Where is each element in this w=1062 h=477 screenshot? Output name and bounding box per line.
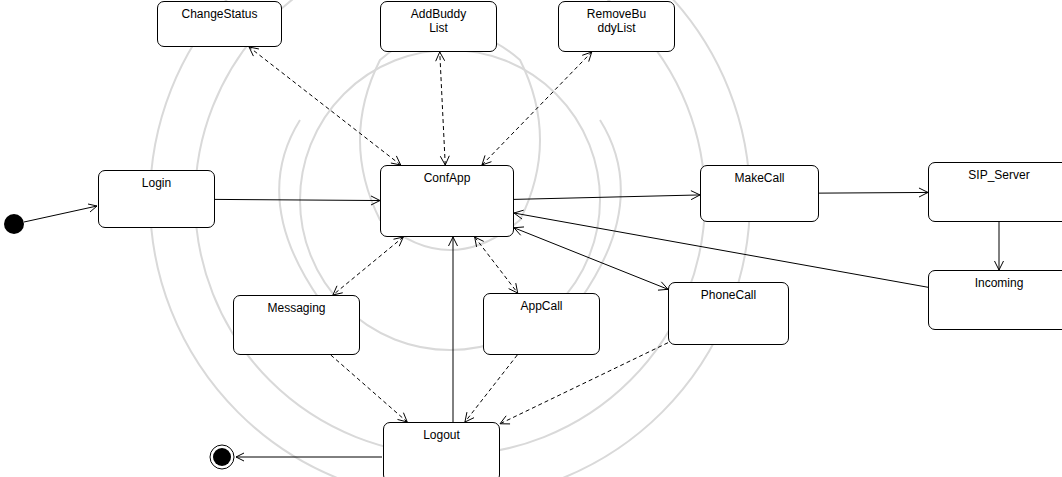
final-state-ring <box>210 445 234 469</box>
state-name: Login <box>105 176 208 190</box>
transition <box>465 355 517 422</box>
state-name: RemoveBu ddyList <box>587 7 647 35</box>
arrow-head <box>398 413 408 422</box>
transition <box>514 227 668 290</box>
state-markers <box>4 214 234 469</box>
arrow-head <box>482 155 491 165</box>
initial-state <box>4 214 24 234</box>
arrow-head <box>995 261 1004 270</box>
arrow-head <box>333 286 343 295</box>
state-box: AddBuddy List <box>380 1 497 52</box>
transition-line <box>999 222 1000 270</box>
final-state <box>213 448 231 466</box>
arrow-head <box>475 237 484 247</box>
transition-line <box>819 192 928 194</box>
state-name: Incoming <box>935 276 1062 290</box>
arrow-head <box>391 156 401 165</box>
arrow-head <box>465 412 474 422</box>
state-box: AppCall <box>483 293 600 355</box>
arrow-head <box>919 188 928 197</box>
state-box: Messaging <box>233 295 360 355</box>
transition <box>482 52 592 165</box>
state-name: Logout <box>390 428 493 442</box>
state-name: MakeCall <box>707 171 812 185</box>
transition-line <box>482 52 592 165</box>
arrow-head <box>658 282 668 290</box>
state-name: AddBuddy List <box>404 7 474 35</box>
state-box: Logout <box>383 422 500 477</box>
state-name: AppCall <box>490 299 593 313</box>
state-box: Incoming <box>928 270 1062 330</box>
pseudo-transitions <box>24 204 382 461</box>
transition <box>819 188 928 197</box>
arrow-head <box>249 47 259 56</box>
state-box: MakeCall <box>700 165 819 222</box>
state-box: RemoveBu ddyList <box>558 1 675 52</box>
arrow-head <box>500 416 510 424</box>
state-name: ConfApp <box>387 171 507 185</box>
arrow-head <box>449 237 458 246</box>
transition-line <box>514 213 928 287</box>
transition-line <box>249 47 401 165</box>
transition-line <box>465 355 517 422</box>
state-box: ConfApp <box>380 165 514 237</box>
state-box: Login <box>98 170 215 228</box>
transition <box>449 237 458 422</box>
arrow-head <box>514 227 524 235</box>
transition <box>333 237 403 295</box>
arrow-head <box>514 210 524 219</box>
arrow-head <box>371 196 380 205</box>
arrow-head <box>509 283 518 293</box>
arrow-head <box>440 156 449 165</box>
transition <box>331 355 407 422</box>
transition-line <box>475 237 518 293</box>
arrow-head <box>436 52 445 61</box>
state-box: PhoneCall <box>668 282 789 345</box>
transition-line <box>331 355 407 422</box>
state-box: ChangeStatus <box>157 1 282 47</box>
transition-line <box>453 237 454 422</box>
transition <box>475 237 518 293</box>
transition-line <box>215 199 380 200</box>
state-name: PhoneCall <box>675 288 782 302</box>
arrow-head <box>393 237 403 246</box>
transition <box>995 222 1004 270</box>
transition <box>436 52 450 165</box>
state-name: Messaging <box>240 301 353 315</box>
transition-line <box>514 228 668 290</box>
transition-line <box>514 195 700 199</box>
transition <box>215 196 380 205</box>
transition <box>514 191 700 200</box>
state-box: SIP_Server <box>928 162 1062 222</box>
state-name: ChangeStatus <box>164 7 275 21</box>
seal-outline <box>150 0 750 477</box>
transition-line <box>440 52 446 165</box>
transition <box>249 47 401 165</box>
arrow-head <box>582 52 591 62</box>
transition-line <box>333 237 403 295</box>
state-name: SIP_Server <box>935 168 1062 182</box>
arrow-head <box>691 191 700 200</box>
